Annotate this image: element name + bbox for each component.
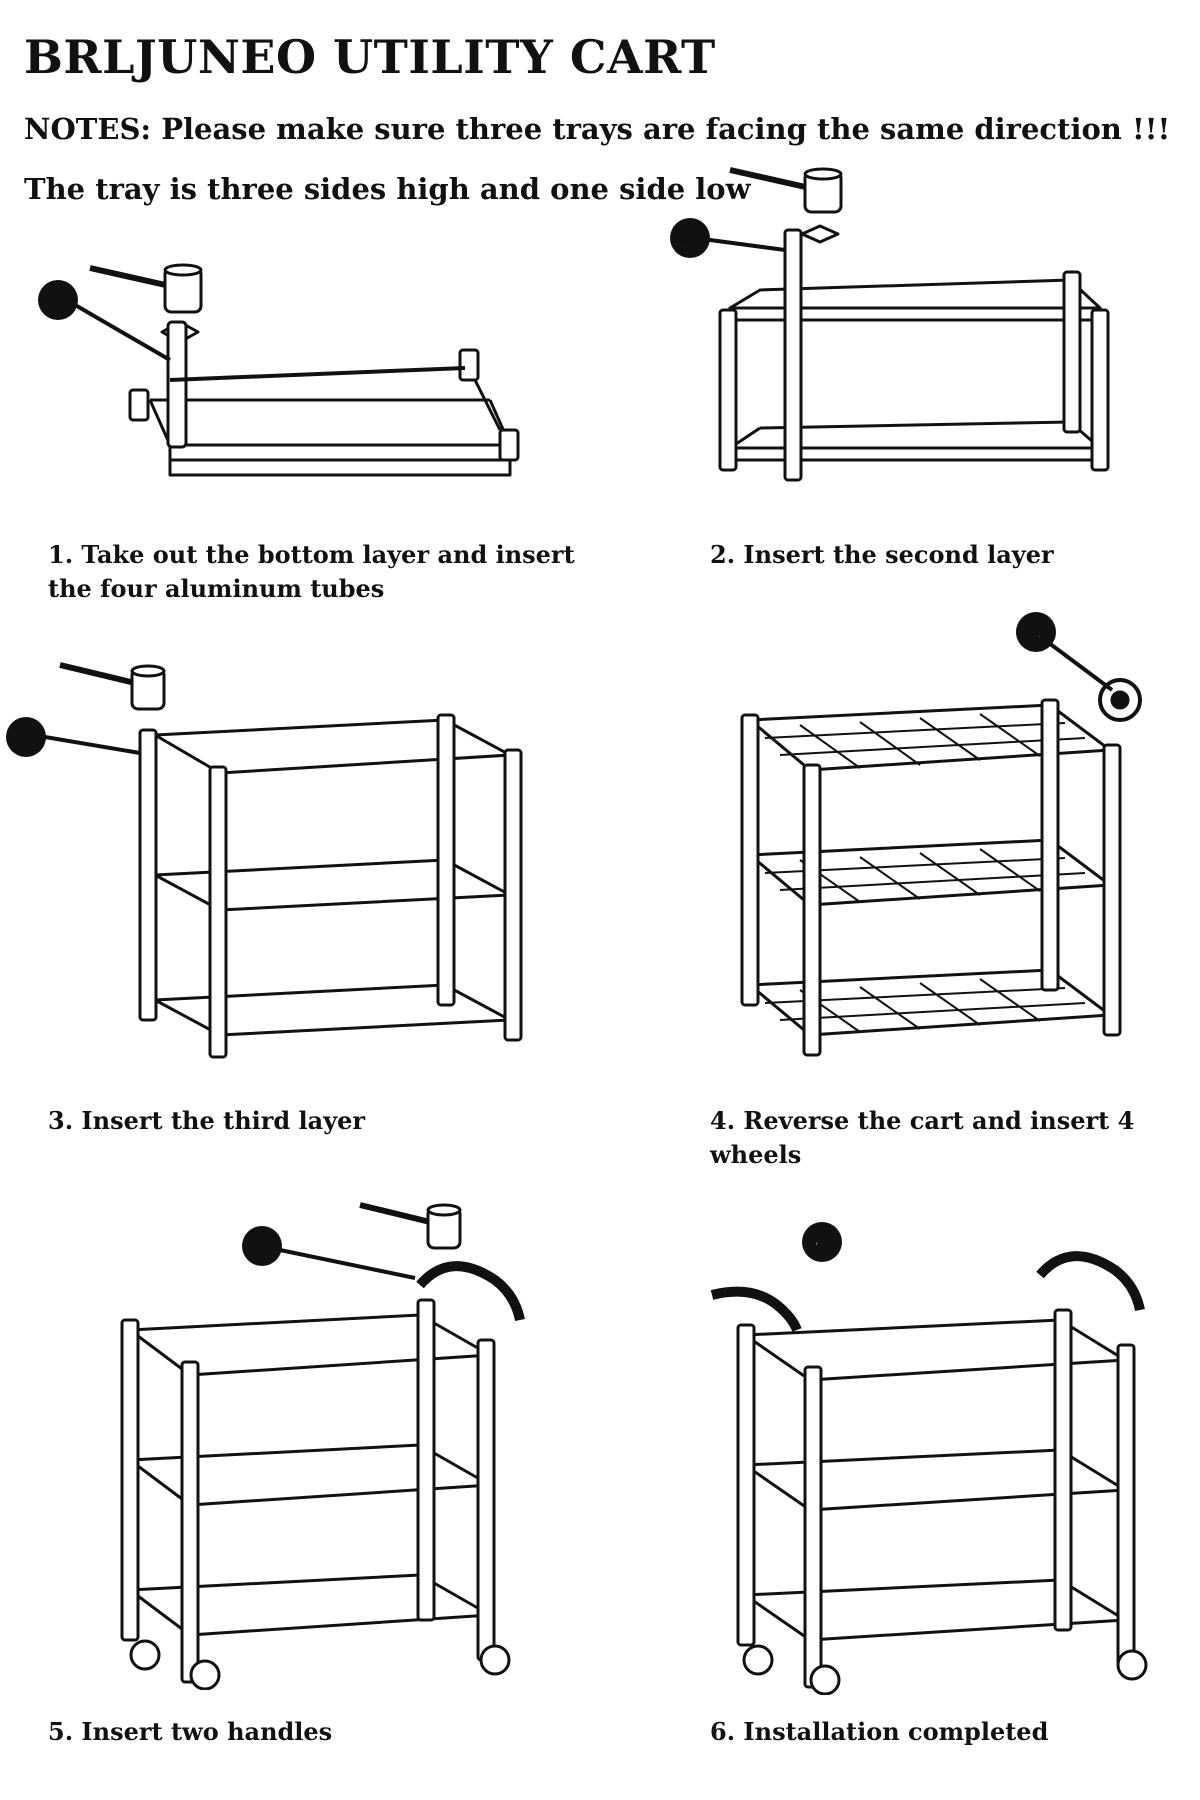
step-2-caption: 2. Insert the second layer bbox=[710, 540, 1054, 569]
step-1-illustration: 1 bbox=[20, 250, 540, 520]
mallet-icon bbox=[59, 662, 166, 711]
step-3-caption: 3. Insert the third layer bbox=[48, 1106, 366, 1135]
step-6-illustration: 6 bbox=[700, 1215, 1180, 1695]
mallet-icon bbox=[359, 1202, 462, 1250]
caster-wheel-icon bbox=[129, 1639, 511, 1690]
note-tray-sides: The tray is three sides high and one sid… bbox=[24, 172, 751, 206]
step-badge: 3 bbox=[17, 721, 35, 754]
note-same-direction: NOTES: Please make sure three trays are … bbox=[24, 112, 1171, 146]
page-title: BRLJUNEO UTILITY CART bbox=[24, 30, 716, 84]
step-3-illustration: 3 bbox=[0, 655, 560, 1085]
caster-wheel-icon bbox=[1098, 678, 1142, 722]
step-6-caption: 6. Installation completed bbox=[710, 1717, 1049, 1746]
step-badge: 2 bbox=[681, 222, 699, 255]
step-badge: 4 bbox=[1027, 616, 1045, 649]
step-5-illustration: 5 bbox=[100, 1190, 560, 1690]
step-2-illustration: 2 bbox=[660, 160, 1180, 500]
step-badge: 1 bbox=[49, 284, 67, 317]
mallet-icon bbox=[729, 167, 843, 214]
step-5-caption: 5. Insert two handles bbox=[48, 1717, 333, 1746]
caster-wheel-icon bbox=[742, 1644, 1148, 1695]
step-badge: 6 bbox=[813, 1226, 831, 1259]
mallet-icon bbox=[89, 263, 203, 314]
step-4-caption: 4. Reverse the cart and insert 4 wheels bbox=[710, 1106, 1135, 1169]
step-1-caption: 1. Take out the bottom layer and insert … bbox=[48, 540, 575, 603]
step-badge: 5 bbox=[253, 1230, 271, 1263]
step-4-illustration: 4 bbox=[720, 610, 1160, 1080]
